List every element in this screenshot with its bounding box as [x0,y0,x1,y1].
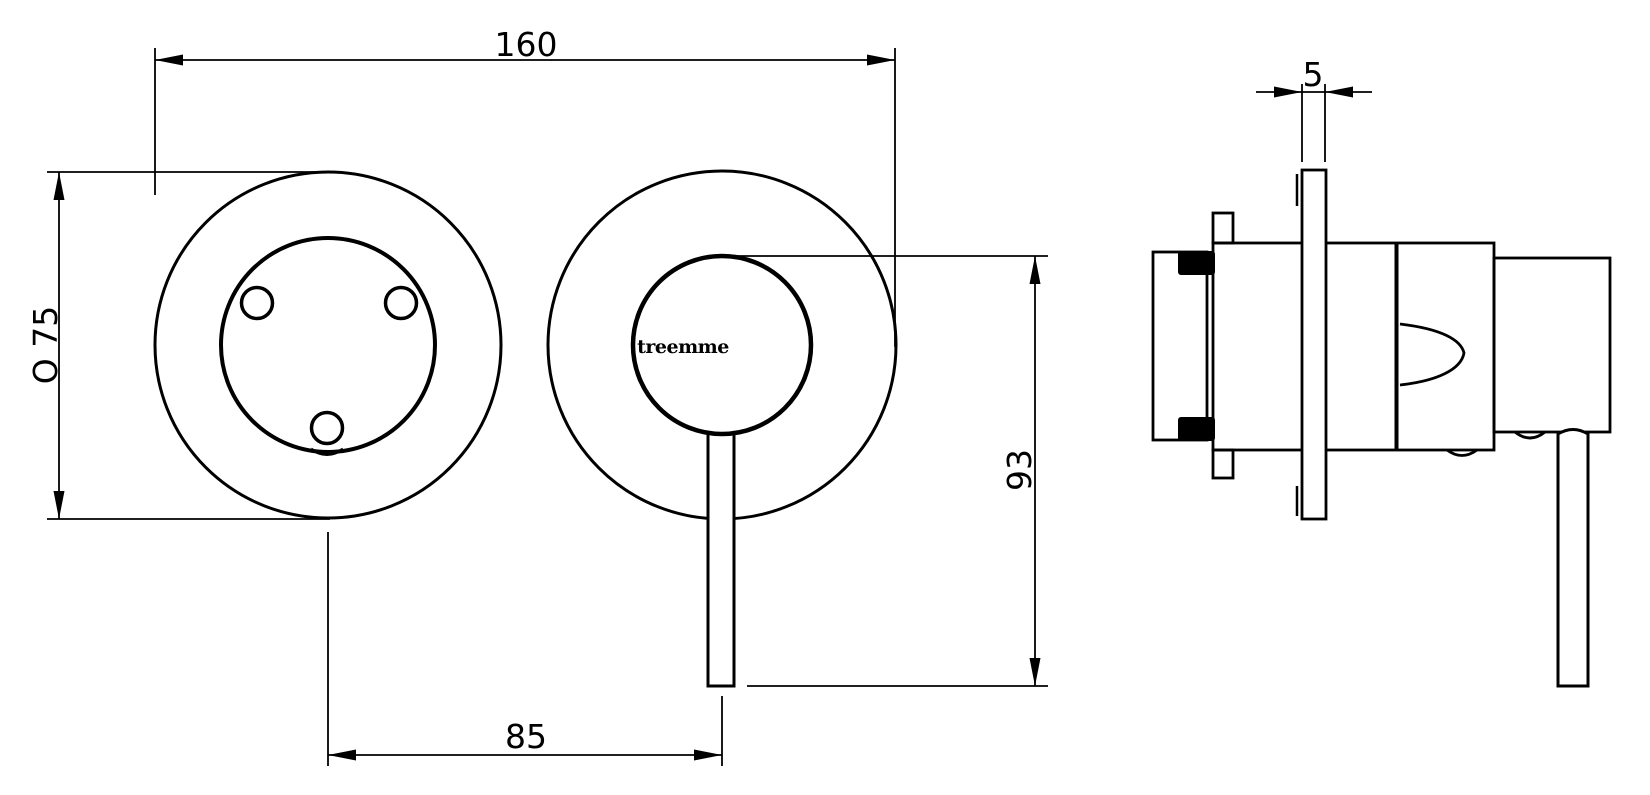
valve-main-body [1211,241,1496,452]
dimension-escutcheon-diameter: O 75 [26,171,340,520]
arrowhead-top [53,172,65,200]
screw-hole-top-left [239,285,275,321]
arrowhead-right [867,54,895,66]
dimension-overall-width: 160 [154,25,896,347]
arrowhead-left [155,54,183,66]
mounting-tab-top [1211,211,1235,245]
side-view [1151,168,1612,688]
arrowhead-left [1274,86,1302,98]
lever-side-profile [1556,428,1590,688]
front-view-mixer: treemme [546,169,898,688]
mounting-bolt-top [1178,251,1215,275]
screw-hole-bottom [309,410,345,446]
lever-front [706,423,736,688]
mounting-bolt-bottom [1178,417,1215,441]
dimension-value: 85 [505,717,547,756]
underside-bump-body [1446,448,1478,457]
dimension-value: O 75 [26,306,65,384]
bottom-notch-arc [310,447,344,456]
dimension-value: 160 [495,25,558,64]
cartridge-cam-detail [1399,322,1466,387]
dimension-value: 5 [1303,55,1324,94]
dimension-handle-drop: 93 [710,255,1048,687]
flange-outer-circle [153,170,503,520]
dimension-center-distance: 85 [327,532,723,766]
dimension-value: 93 [1000,449,1039,491]
flange-inner-circle [219,236,437,454]
brand-logo: treemme [637,336,729,358]
arrowhead-left [328,749,356,761]
arrowhead-bottom [53,491,65,519]
arrowhead-right [1325,86,1353,98]
handle-cap [1492,256,1612,434]
screw-hole-top-right [383,285,419,321]
arrowhead-top [1029,256,1041,284]
escutcheon-plate-side [1300,168,1328,521]
arrowhead-right [694,749,722,761]
front-view-flange [153,170,503,520]
underside-bump-cap [1514,430,1546,440]
dimension-plate-thickness: 5 [1256,55,1372,162]
arrowhead-bottom [1029,658,1041,686]
wall-nipple-body [1151,250,1209,442]
mounting-tab-bottom [1211,448,1235,480]
